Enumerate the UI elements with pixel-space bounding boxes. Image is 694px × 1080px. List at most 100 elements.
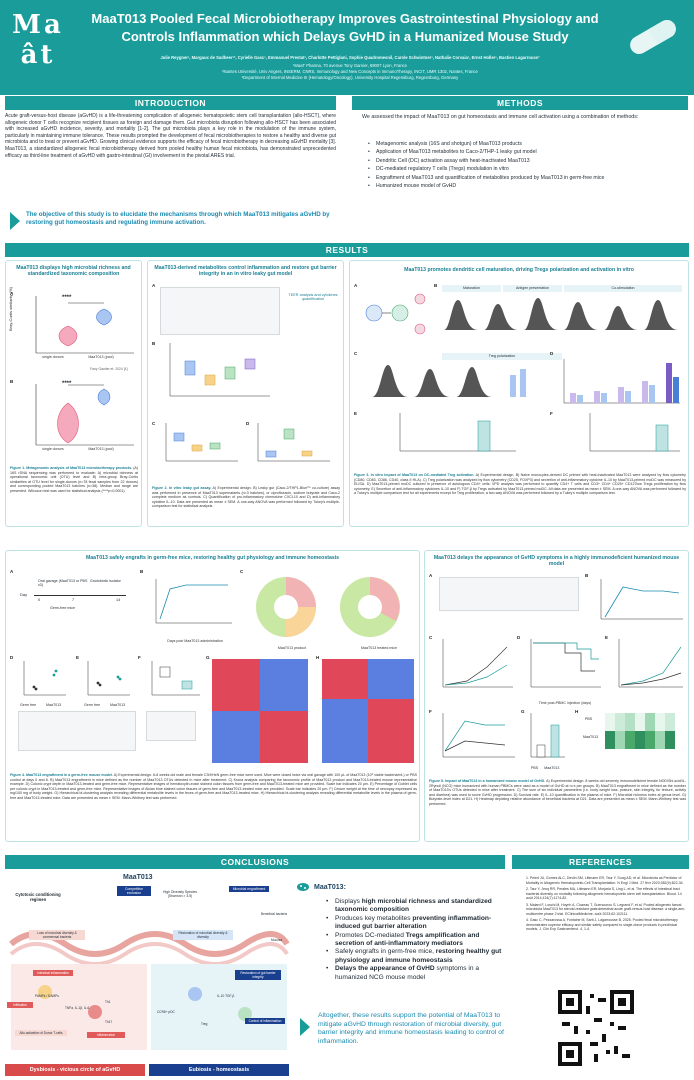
- introduction-heading: INTRODUCTION: [5, 96, 336, 110]
- d-group-maat013: MaaT013: [46, 703, 62, 707]
- label-beneficial-bacteria: Beneficial bacteria: [261, 912, 288, 916]
- timeline-gavage-label: Oral gavage (MaaT013 or PBS x3): [38, 579, 88, 587]
- poster-title: MaaT013 Pooled Fecal Microbiotherapy Imp…: [91, 11, 599, 44]
- il10-plasma-chart: [618, 639, 683, 688]
- figure-1-title: MaaT013 displays high microbial richness…: [16, 265, 131, 278]
- reference-list: 1. Peled JU, Gomes ALC, Devlin SM, Littm…: [526, 876, 686, 932]
- panel-label-e: E: [76, 655, 80, 660]
- figure-4-title: MaaT013 safely engrafts in germ-free mic…: [85, 555, 340, 561]
- ylabel-richness: Bray-Curtis similarity (%): [8, 287, 13, 331]
- label-pamps: PAMPs / DAMPs: [35, 994, 59, 998]
- figure-5-caption-text: A) Experimental design. 8 weeks old seve…: [429, 779, 686, 806]
- figure-4-panel: MaaT013 safely engrafts in germ-free mic…: [5, 550, 420, 842]
- logo-line-2: ât: [20, 40, 56, 70]
- engraftment-line-chart: [155, 579, 232, 624]
- label-microbial-engraftment: Microbial engraftment: [229, 886, 269, 892]
- panel-label-b: B: [152, 341, 156, 346]
- panel-label-f: F: [138, 655, 141, 660]
- label-competitive-exclusion: Competitive exclusion: [117, 886, 151, 896]
- bray-curtis-violin-chart: [35, 384, 134, 446]
- conclusion-item-4: Safely engrafts in germ-free mice, resto…: [326, 948, 502, 965]
- timeline-day-7: 7: [72, 598, 75, 602]
- richness-index-chart: [442, 713, 515, 758]
- label-mucosa: Mucosa: [271, 938, 283, 942]
- panel-label-b: B: [140, 569, 144, 574]
- xlabel-pool-a: MaaT013 (pool): [88, 355, 114, 359]
- label-intestinal-inflammation: Intestinal inflammation: [33, 970, 73, 976]
- methods-item: Dendritic Cell (DC) activation assay wit…: [368, 157, 684, 166]
- panel-label-g: G: [206, 655, 210, 660]
- flow-histograms: [444, 298, 678, 330]
- methods-intro: We assessed the impact of MaaT013 on gut…: [362, 114, 639, 120]
- results-heading: RESULTS: [5, 243, 689, 257]
- methods-item: Engraftment of MaaT013 and quantificatio…: [368, 174, 684, 183]
- figure-2-panel: MaaT013-derived metabolites control infl…: [147, 260, 344, 527]
- logo-line-1: Ma: [12, 10, 64, 40]
- affiliation-3: ³Department of Internal Medicine III (He…: [241, 75, 459, 80]
- panel-label-d: D: [10, 655, 14, 660]
- introduction-body: Acute graft-versus-host disease (aGvHD) …: [5, 113, 336, 159]
- methods-list: Metagenomic analysis (16S and shotgun) o…: [368, 140, 684, 191]
- col-head-costim: Co-stimulation: [564, 285, 682, 292]
- figure-3-caption: Figure 3. In vitro impact of MaaT013 on …: [354, 473, 686, 496]
- label-inflammation: Inflammation: [87, 1032, 125, 1038]
- dysbiosis-banner: Dysbiosis - vicious circle of aGvHD: [5, 1064, 145, 1076]
- plasma-metabolite-heatmap: [322, 659, 414, 763]
- panel-label-h: H: [316, 655, 320, 660]
- panel-label-c: C: [240, 569, 244, 574]
- conclusion-item-1: Displays high microbial richness and sta…: [326, 898, 502, 915]
- maat-pharma-logo: Ma ât: [12, 10, 64, 84]
- figure-3-title: MaaT013 promotes dendritic cell maturati…: [404, 267, 634, 273]
- methods-item: Application of MaaT013 metabolites to Ca…: [368, 148, 684, 157]
- survival-chart: [530, 639, 601, 688]
- humanized-model-design: [439, 577, 579, 611]
- label-restoration-barrier: Restoration of gut barrier integrity: [235, 970, 281, 980]
- figure-1-caption: Figure 1. Metagenomic analysis of MaaT01…: [10, 466, 138, 494]
- engraftment-xlabel: Days post MaaT013 administration: [167, 639, 223, 643]
- figure-3-caption-title: Figure 3. In vitro impact of MaaT013 on …: [354, 473, 475, 477]
- capsule-icon: [630, 20, 676, 54]
- e-group-maat013: MaaT013: [110, 703, 126, 707]
- col-head-maturation: Maturation: [442, 285, 501, 292]
- feces-metabolite-heatmap: [212, 659, 308, 763]
- figure-5-caption-title: Figure 5. Impact of MaaT013 in a humaniz…: [429, 779, 546, 783]
- gvhd-score-chart: [442, 639, 513, 688]
- butyrate-index-chart: [530, 713, 565, 758]
- panel-label-h: H: [575, 709, 579, 714]
- humanized-engraftment-chart: [600, 579, 683, 620]
- affiliation-2: ²Nantes Université, Univ Angers, INSERM,…: [222, 69, 478, 74]
- reference-item: 3. Malard F, Loschi M, Huynh A, Cluzeau …: [526, 902, 686, 916]
- panel-label-d: D: [550, 351, 554, 356]
- il10-boxplot: [257, 423, 330, 462]
- d-group-germfree: Germ free: [20, 703, 37, 707]
- figure-3-panel: MaaT013 promotes dendritic cell maturati…: [349, 260, 689, 527]
- panel-label-a: A: [10, 291, 14, 296]
- panel-label-b: B: [10, 379, 14, 384]
- h-row-pbs: PBS: [585, 717, 593, 721]
- panel-label-e: E: [605, 635, 609, 640]
- timeline-day-0: 0: [38, 598, 41, 602]
- bacteria-icon: [297, 883, 309, 891]
- panel-label-d: D: [246, 421, 250, 426]
- goblet-cells-chart: [87, 661, 130, 696]
- author-block: Julie Reygner¹, Margaux de Sadheer¹², Cy…: [100, 55, 600, 81]
- label-cytotoxic: Cytotoxic conditioning regimen: [15, 892, 61, 902]
- label-control-inflammation: Control of inflammation: [245, 1018, 285, 1024]
- conclusion-item-5: Delays the appearance of GvHD symptoms i…: [326, 965, 502, 982]
- objective-statement: The objective of this study is to elucid…: [26, 211, 330, 226]
- panel-label-a: A: [429, 573, 433, 578]
- legend-pbs: PBS: [531, 766, 539, 770]
- label-loss-diversity: Loss of microbial diversity & commensal …: [29, 930, 85, 940]
- methods-item: Metagenomic analysis (16S and shotgun) o…: [368, 140, 684, 149]
- panel-label-f: F: [550, 411, 553, 416]
- mechanism-diagram: MaaT013 Cytotoxic conditioning regimen C…: [5, 872, 290, 1077]
- teer-analysis-label: TEER analysis and cytokines quantificati…: [288, 293, 338, 301]
- h-row-maat013: MaaT013: [583, 735, 599, 739]
- label-cytokines: TNFa, IL-1β, IL-6: [65, 1006, 90, 1010]
- figure-1-caption-text: (A) 16S rDNA sequencing was performed to…: [10, 466, 138, 493]
- qr-code[interactable]: [558, 990, 634, 1066]
- legend-maat013: MaaT013: [544, 766, 560, 770]
- poster-header: [0, 0, 694, 95]
- treg-polarization-plots: [372, 365, 526, 397]
- figure-1-caption-title: Figure 1. Metagenomic analysis of MaaT01…: [10, 466, 133, 470]
